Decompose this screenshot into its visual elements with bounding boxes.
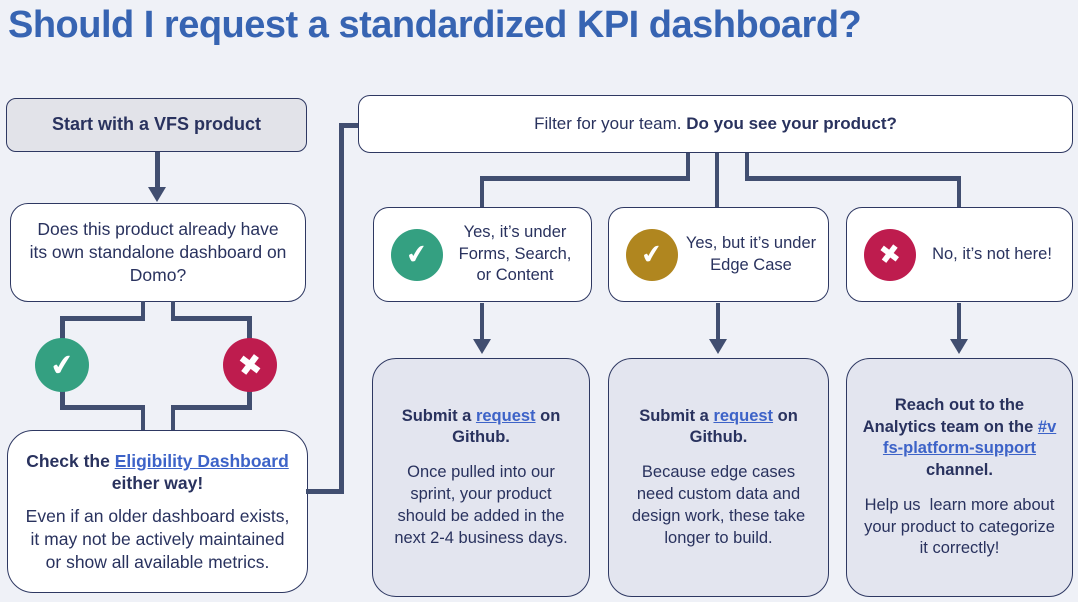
connector-checkbox-to-filter-bottom	[306, 489, 344, 494]
start-node: Start with a VFS product	[6, 98, 307, 152]
connector-filter-middle-drop	[715, 153, 719, 207]
question-node-label: Does this product already have its own s…	[29, 219, 287, 285]
heading-text: Check the	[26, 450, 115, 471]
result-body: Help us learn more about your product to…	[864, 495, 1060, 558]
filter-node-label: Filter for your team. Do you see your pr…	[534, 113, 897, 135]
arrow-option3-head	[950, 339, 968, 354]
connector-filter-right-drop	[957, 176, 961, 207]
result-heading: Submit a request on Github.	[401, 406, 561, 447]
connector-filter-left-horizontal	[480, 176, 690, 181]
heading-text: either way!	[111, 473, 204, 494]
connector-left-bottom-horizontal	[60, 405, 145, 410]
connector-right-bottom-horizontal	[171, 405, 252, 410]
yes-check-icon: ✔	[35, 338, 89, 392]
option-label: Yes, it’s under Forms, Search, or Conten…	[458, 223, 572, 285]
connector-question-left-stub	[141, 301, 145, 320]
check-icon: ✔	[391, 228, 443, 281]
option-node-not-here: ✖ No, it’s not here!	[846, 207, 1073, 302]
option-label: Yes, but it’s under Edge Case	[685, 234, 817, 274]
option-node-edge-case: ✔ Yes, but it’s under Edge Case	[608, 207, 829, 302]
filter-node: Filter for your team. Do you see your pr…	[358, 95, 1073, 153]
connector-question-right-stub	[171, 301, 175, 320]
start-node-label: Start with a VFS product	[51, 114, 261, 135]
filter-text-bold: Do you see your product?	[686, 113, 897, 133]
x-icon: ✖	[864, 228, 916, 281]
result-heading: Submit a request on Github.	[639, 406, 798, 447]
connector-checkbox-to-filter-top	[339, 123, 361, 128]
connector-checkbox-to-filter-vertical	[339, 123, 344, 494]
arrow-option3-shaft	[957, 303, 961, 341]
option-node-forms-search-content: ✔ Yes, it’s under Forms, Search, or Cont…	[373, 207, 592, 302]
connector-checkbox-left-stub	[141, 405, 145, 431]
connector-right-top-horizontal	[171, 316, 252, 321]
x-glyph: ✖	[235, 347, 265, 384]
option-label: No, it’s not here!	[932, 244, 1052, 263]
connector-filter-left-drop	[480, 176, 484, 207]
arrow-option2-head	[709, 339, 727, 354]
check-eligibility-node: Check the Eligibility Dashboard either w…	[7, 430, 308, 593]
arrow-start-to-question-shaft	[155, 152, 160, 189]
filter-text-regular: Filter for your team.	[534, 113, 687, 133]
arrow-start-to-question-head	[148, 187, 166, 202]
result-node-github-edge-case: Submit a request on Github. Because edge…	[608, 358, 829, 597]
question-node: Does this product already have its own s…	[10, 203, 306, 302]
no-x-icon: ✖	[223, 338, 277, 392]
result-body: Because edge cases need custom data and …	[631, 463, 810, 547]
result-heading: Reach out to the Analytics team on the #…	[862, 395, 1057, 480]
check-eligibility-heading: Check the Eligibility Dashboard either w…	[24, 450, 291, 496]
arrow-option1-shaft	[480, 303, 484, 341]
connector-filter-right-horizontal	[745, 176, 961, 181]
connector-checkbox-right-stub	[171, 405, 175, 431]
vfs-platform-support-link[interactable]: #vfs-platform-support	[882, 417, 1057, 458]
check-icon: ✔	[626, 228, 678, 281]
result-node-analytics-team: Reach out to the Analytics team on the #…	[846, 358, 1073, 597]
arrow-option2-shaft	[716, 303, 720, 341]
eligibility-dashboard-link[interactable]: Eligibility Dashboard	[114, 450, 289, 471]
page-title: Should I request a standardized KPI dash…	[8, 4, 862, 46]
result-node-github-standard: Submit a request on Github. Once pulled …	[372, 358, 590, 597]
connector-left-top-horizontal	[60, 316, 145, 321]
connector-filter-right-stub	[745, 153, 749, 181]
arrow-option1-head	[473, 339, 491, 354]
check-glyph: ✔	[47, 347, 77, 384]
check-eligibility-body: Even if an older dashboard exists, it ma…	[25, 506, 290, 572]
connector-filter-left-stub	[686, 153, 690, 181]
github-request-link[interactable]: request	[713, 406, 774, 425]
result-body: Once pulled into our sprint, your produc…	[394, 463, 570, 547]
github-request-link[interactable]: request	[475, 406, 536, 425]
